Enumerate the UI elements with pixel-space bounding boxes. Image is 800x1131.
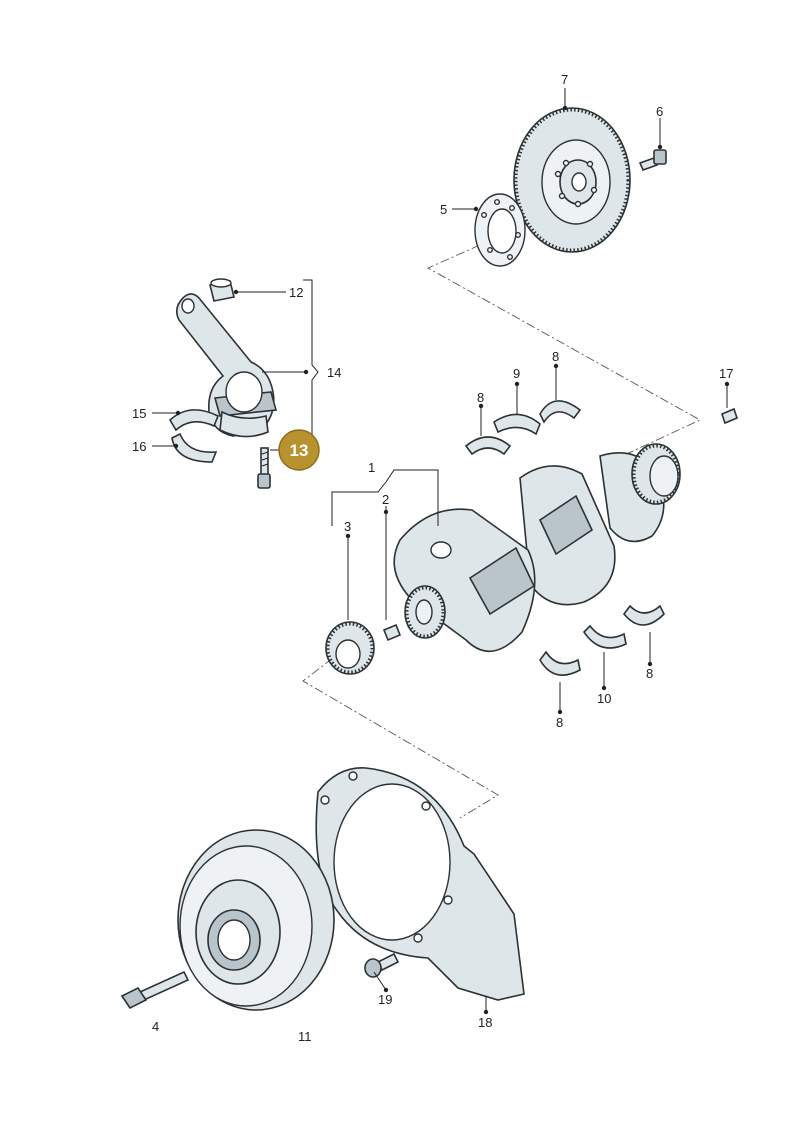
bearing-shell-9[interactable] [493,413,541,436]
callout-5[interactable]: 5 [440,202,447,217]
callout-18[interactable]: 18 [478,1015,492,1030]
highlight-label: 13 [290,441,309,460]
callout-7[interactable]: 7 [561,72,568,87]
spacer-plate-5[interactable] [474,193,526,267]
callout-8-lower-left[interactable]: 8 [556,715,563,730]
leader-lines [152,88,728,1012]
bushing-12[interactable] [209,278,235,302]
seal-flange-18[interactable] [315,767,525,1001]
connecting-rod-14[interactable] [175,293,278,438]
leader-dots [173,105,730,1015]
sprocket-3[interactable] [325,621,375,675]
thrust-washer-8-upper-right[interactable] [539,400,582,424]
thrust-washer-8-lower-right[interactable] [622,604,665,626]
bearing-shell-10[interactable] [582,624,627,649]
callout-4[interactable]: 4 [152,1019,159,1034]
thrust-washer-8-lower-left[interactable] [539,650,581,676]
bolt-19[interactable] [364,952,400,978]
bolt-6[interactable] [638,149,667,172]
pulley-11[interactable] [177,829,335,1011]
callout-8-upper-left[interactable]: 8 [477,390,484,405]
highlight-badge-13[interactable]: 13 [270,429,320,471]
bolt-4[interactable] [120,970,190,1010]
callout-9[interactable]: 9 [513,366,520,381]
bearing-shell-15[interactable] [168,409,220,432]
dowel-pin-17[interactable] [721,407,738,425]
callout-8-lower-right[interactable]: 8 [646,666,653,681]
callout-16[interactable]: 16 [132,439,146,454]
callout-15[interactable]: 15 [132,406,146,421]
callout-19[interactable]: 19 [378,992,392,1007]
bolt-13[interactable] [257,447,271,489]
callout-12[interactable]: 12 [289,285,303,300]
pin-2[interactable] [382,623,402,642]
callout-6[interactable]: 6 [656,104,663,119]
thrust-washer-8-upper-left[interactable] [464,436,512,456]
callout-labels: 7 6 5 12 14 15 16 8 9 8 17 1 2 3 8 10 8 … [132,72,733,1044]
alignment-lines [302,244,701,819]
callout-2[interactable]: 2 [382,492,389,507]
bearing-shell-16[interactable] [171,432,218,463]
callout-10[interactable]: 10 [597,691,611,706]
flywheel-7[interactable] [513,107,631,253]
callout-3[interactable]: 3 [344,519,351,534]
callout-8-upper-right[interactable]: 8 [552,349,559,364]
callout-14[interactable]: 14 [327,365,341,380]
callout-1[interactable]: 1 [368,460,375,475]
crankshaft-1[interactable] [393,443,681,653]
callout-11[interactable]: 11 [298,1029,312,1044]
callout-17[interactable]: 17 [719,366,733,381]
